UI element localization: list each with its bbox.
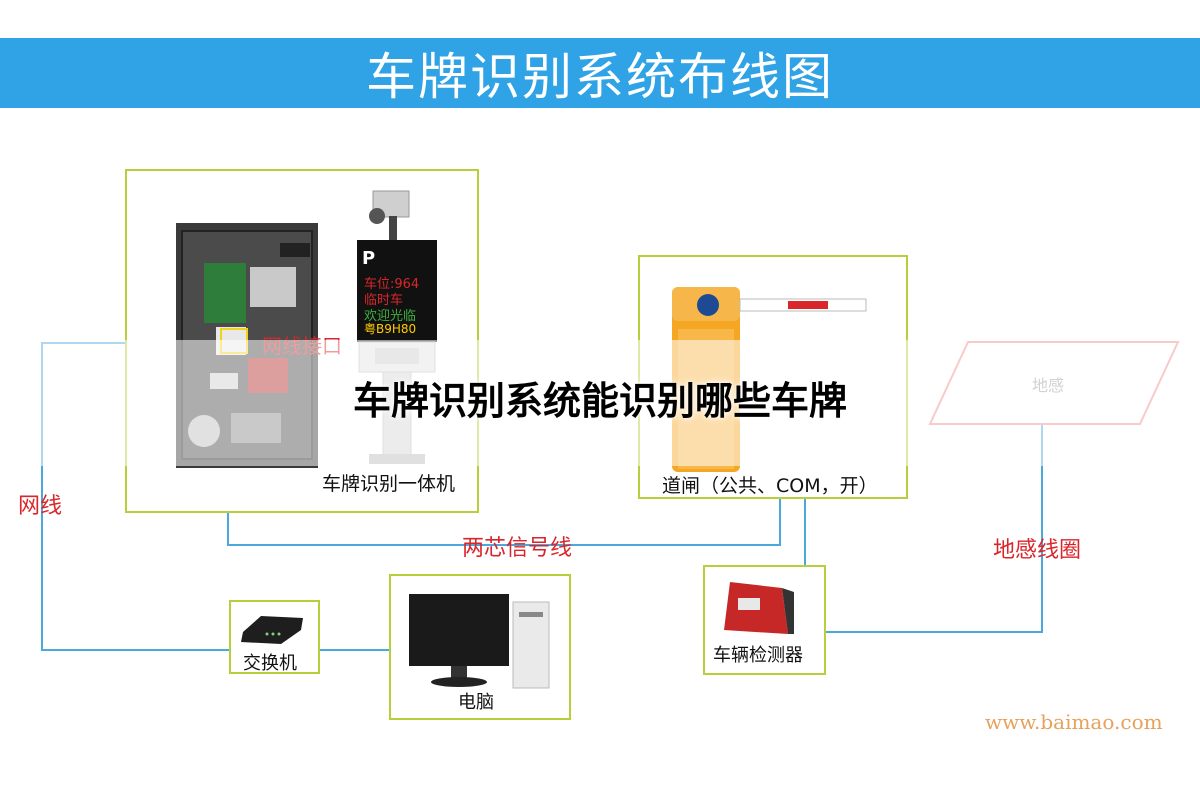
lpr-unit-label: 车牌识别一体机	[322, 473, 456, 495]
vehicle-detector-icon	[724, 582, 794, 634]
vehicle-detector-label: 车辆检测器	[713, 645, 803, 666]
two-core-signal-label: 两芯信号线	[462, 536, 573, 561]
computer-icon	[409, 594, 550, 689]
barrier-label: 道闸（公共、COM，开）	[662, 475, 878, 497]
display-brand-letter: P	[362, 248, 376, 269]
network-switch-icon	[241, 616, 303, 644]
ground-loop-line	[826, 425, 1043, 633]
switch-label: 交换机	[243, 653, 297, 674]
network-cable-label: 网线	[18, 494, 63, 519]
watermark: www.baimao.com	[985, 710, 1163, 734]
overlay-title: 车牌识别系统能识别哪些车牌	[352, 379, 847, 423]
header-bar: 车牌识别系统布线图	[0, 38, 1200, 108]
overlay-band	[0, 340, 1200, 466]
computer-label: 电脑	[458, 692, 494, 713]
display-line-4: 粤B9H80	[364, 322, 417, 336]
ground-loop-label: 地感线圈	[993, 538, 1082, 563]
display-line-3: 欢迎光临	[364, 309, 417, 324]
display-line-2: 临时车	[364, 293, 404, 308]
diagram-title: 车牌识别系统布线图	[366, 48, 834, 106]
display-line-1: 车位:964	[364, 277, 420, 292]
